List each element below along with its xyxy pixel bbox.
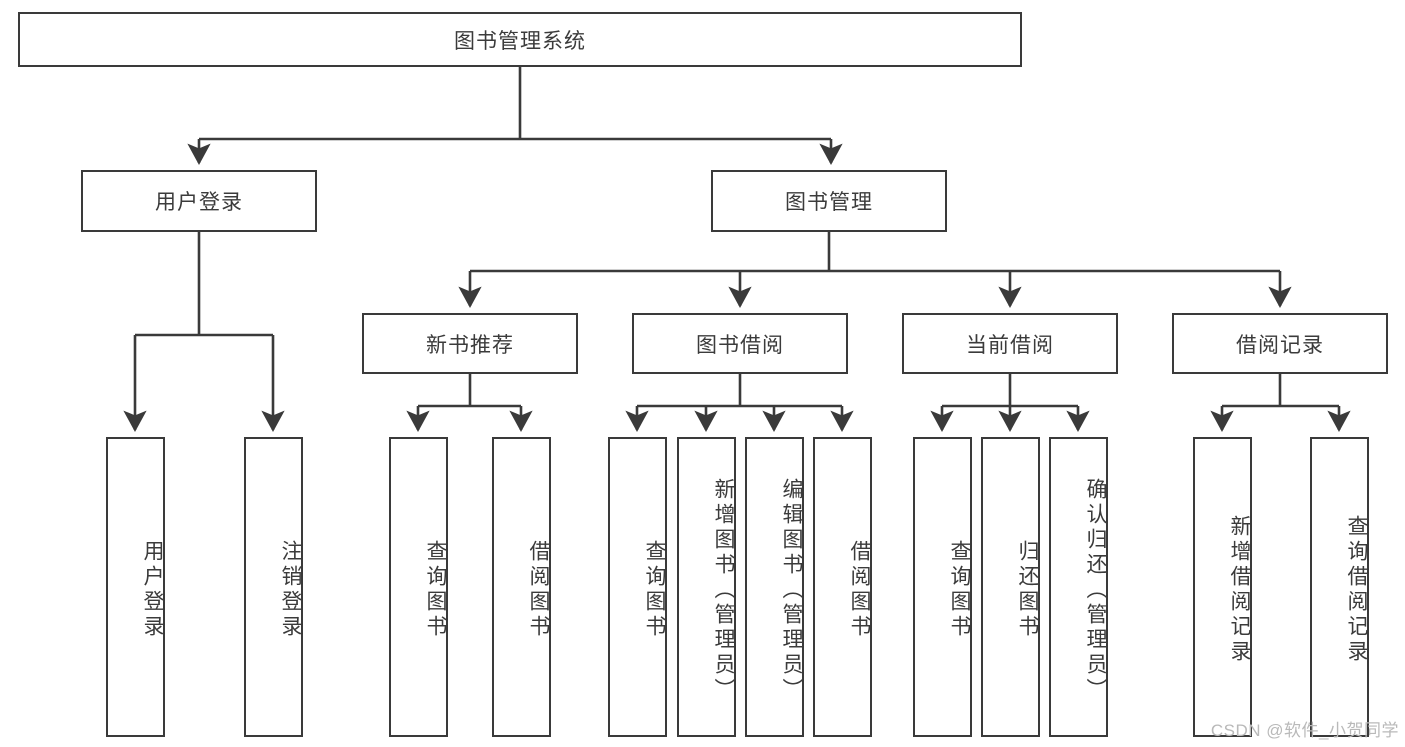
node-leaf-add-borrow-record[interactable]: 新增借阅记录 xyxy=(1193,437,1252,737)
node-leaf-confirm-return[interactable]: 确认归还（管理员） xyxy=(1049,437,1108,737)
node-root-book-management-system[interactable]: 图书管理系统 xyxy=(18,12,1022,67)
node-leaf-borrow-book-recommend[interactable]: 借阅图书 xyxy=(492,437,551,737)
node-leaf-query-book-borrow[interactable]: 查询图书 xyxy=(608,437,667,737)
node-label: 借阅图书 xyxy=(848,540,871,640)
node-book-manage[interactable]: 图书管理 xyxy=(711,170,947,232)
node-label: 图书借阅 xyxy=(696,333,784,357)
node-leaf-add-book[interactable]: 新增图书（管理员） xyxy=(677,437,736,737)
node-leaf-query-borrow-record[interactable]: 查询借阅记录 xyxy=(1310,437,1369,737)
node-leaf-query-book-current[interactable]: 查询图书 xyxy=(913,437,972,737)
node-borrow-record[interactable]: 借阅记录 xyxy=(1172,313,1388,374)
watermark: CSDN @软件_小贺同学 xyxy=(1210,721,1399,740)
node-label: 查询图书 xyxy=(643,540,666,640)
node-label: 查询图书 xyxy=(424,540,447,640)
node-leaf-borrow-book[interactable]: 借阅图书 xyxy=(813,437,872,737)
node-label: 借阅记录 xyxy=(1236,333,1324,357)
node-leaf-user-logout[interactable]: 注销登录 xyxy=(244,437,303,737)
node-label: 借阅图书 xyxy=(527,540,550,640)
node-label: 注销登录 xyxy=(279,540,302,640)
node-label: 编辑图书（管理员） xyxy=(780,477,803,703)
node-label: 新增借阅记录 xyxy=(1228,515,1251,665)
node-label: 归还图书 xyxy=(1016,540,1039,640)
node-label: 图书管理系统 xyxy=(454,29,586,53)
node-leaf-return-book[interactable]: 归还图书 xyxy=(981,437,1040,737)
node-label: 当前借阅 xyxy=(966,333,1054,357)
node-leaf-user-login[interactable]: 用户登录 xyxy=(106,437,165,737)
node-current-borrow[interactable]: 当前借阅 xyxy=(902,313,1118,374)
node-label: 用户登录 xyxy=(155,191,243,214)
node-new-book-recommend[interactable]: 新书推荐 xyxy=(362,313,578,374)
node-label: 图书管理 xyxy=(785,191,873,214)
node-label: 查询借阅记录 xyxy=(1345,515,1368,665)
node-label: 新增图书（管理员） xyxy=(712,477,735,703)
node-leaf-query-book-recommend[interactable]: 查询图书 xyxy=(389,437,448,737)
node-label: 新书推荐 xyxy=(426,333,514,357)
node-label: 用户登录 xyxy=(141,540,164,640)
node-book-borrow[interactable]: 图书借阅 xyxy=(632,313,848,374)
node-label: 查询图书 xyxy=(948,540,971,640)
node-label: 确认归还（管理员） xyxy=(1084,477,1107,703)
node-user-login[interactable]: 用户登录 xyxy=(81,170,317,232)
node-leaf-edit-book[interactable]: 编辑图书（管理员） xyxy=(745,437,804,737)
